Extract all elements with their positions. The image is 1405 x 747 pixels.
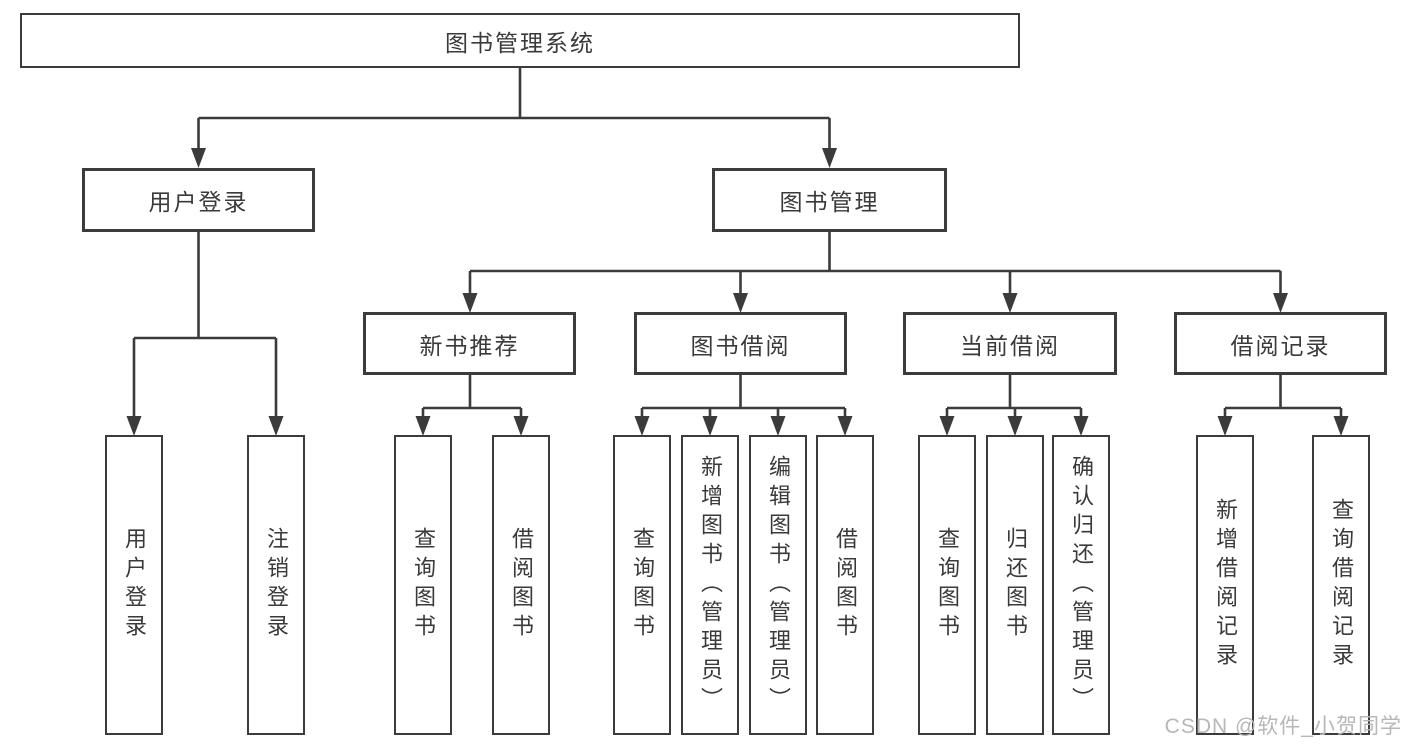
leaf-add-book-admin-label: 新增图书（管理员） <box>698 454 723 716</box>
leaf-logout-label: 注销登录 <box>264 527 289 643</box>
node-current-borrow: 当前借阅 <box>903 312 1117 375</box>
node-book-borrow: 图书借阅 <box>634 312 847 375</box>
leaf-edit-book-admin-label: 编辑图书（管理员） <box>766 454 791 716</box>
leaf-edit-book-admin: 编辑图书（管理员） <box>749 435 807 735</box>
leaf-logout: 注销登录 <box>247 435 305 735</box>
watermark: CSDN @软件_小贺同学 <box>1164 715 1402 738</box>
leaf-query-books-borrow-label: 查询图书 <box>630 527 655 643</box>
node-new-book-recommend: 新书推荐 <box>363 312 576 375</box>
leaf-user-login: 用户登录 <box>105 435 163 735</box>
leaf-query-books-newbook: 查询图书 <box>394 435 452 735</box>
node-library-system: 图书管理系统 <box>20 13 1020 68</box>
leaf-query-books-current-label: 查询图书 <box>935 527 960 643</box>
leaf-borrow-books-newbook: 借阅图书 <box>492 435 550 735</box>
node-borrow-records: 借阅记录 <box>1174 312 1387 375</box>
leaf-return-books: 归还图书 <box>986 435 1044 735</box>
leaf-add-borrow-record-label: 新增借阅记录 <box>1213 498 1238 672</box>
leaf-query-borrow-record: 查询借阅记录 <box>1312 435 1370 735</box>
leaf-query-books-newbook-label: 查询图书 <box>411 527 436 643</box>
leaf-user-login-label: 用户登录 <box>122 527 147 643</box>
leaf-add-borrow-record: 新增借阅记录 <box>1196 435 1254 735</box>
leaf-confirm-return-admin-label: 确认归还（管理员） <box>1069 454 1094 716</box>
leaf-borrow-books-borrow: 借阅图书 <box>816 435 874 735</box>
leaf-query-borrow-record-label: 查询借阅记录 <box>1329 498 1354 672</box>
leaf-query-books-borrow: 查询图书 <box>613 435 671 735</box>
leaf-confirm-return-admin: 确认归还（管理员） <box>1052 435 1110 735</box>
leaf-borrow-books-borrow-label: 借阅图书 <box>833 527 858 643</box>
node-book-management: 图书管理 <box>712 168 947 232</box>
leaf-return-books-label: 归还图书 <box>1003 527 1028 643</box>
leaf-borrow-books-newbook-label: 借阅图书 <box>509 527 534 643</box>
leaf-query-books-current: 查询图书 <box>918 435 976 735</box>
leaf-add-book-admin: 新增图书（管理员） <box>681 435 739 735</box>
node-user-login: 用户登录 <box>82 168 315 232</box>
